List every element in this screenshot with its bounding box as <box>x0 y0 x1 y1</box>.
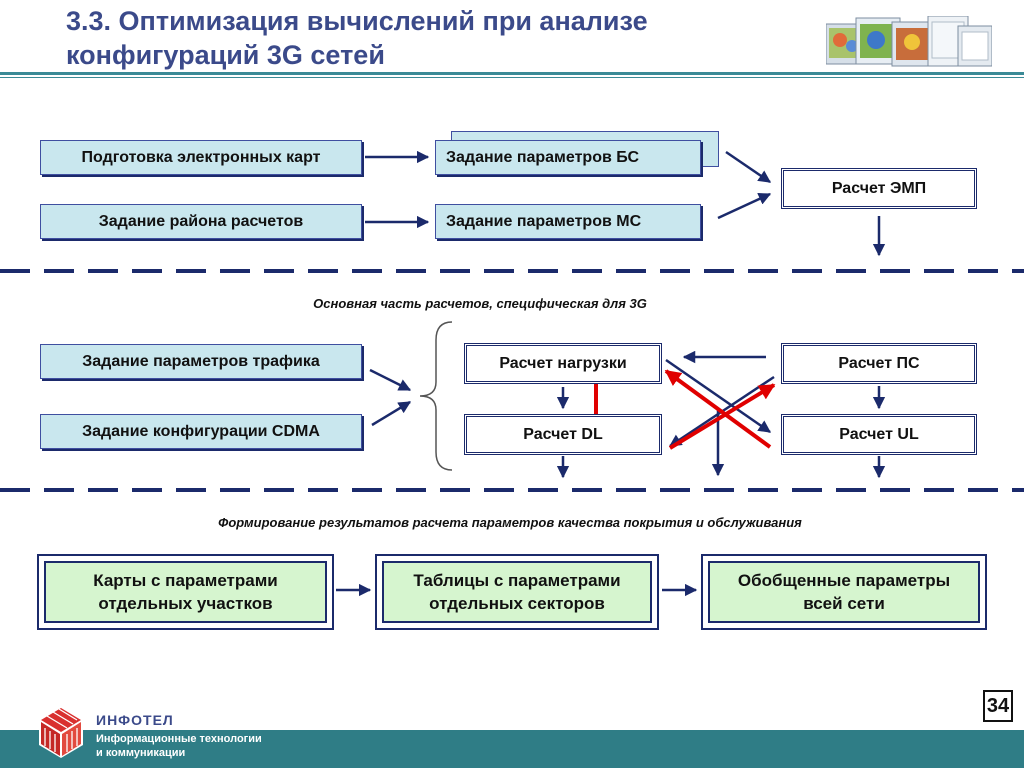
summary-result-inner: Обобщенные параметры всей сети <box>708 561 980 623</box>
load-calc-label: Расчет нагрузки <box>499 354 627 372</box>
emp-calc-box: Расчет ЭМП <box>781 168 977 209</box>
arrow-traffic-to-brace <box>369 368 412 392</box>
tagline-line-1: Информационные технологии <box>96 733 262 745</box>
red-arrow-ul-to-load <box>664 369 772 449</box>
emp-calc-label: Расчет ЭМП <box>831 179 927 197</box>
maps-result-line-2: отдельных участков <box>98 594 273 613</box>
ps-calc-label: Расчет ПС <box>838 354 920 372</box>
company-name: ИНФОТЕЛ <box>96 712 174 728</box>
calc-area-box: Задание района расчетов <box>40 204 362 239</box>
bs-params-box: Задание параметров БС <box>435 140 701 175</box>
tables-result-inner: Таблицы с параметрами отдельных секторов <box>382 561 652 623</box>
screenshots-thumbnail-image <box>826 16 992 67</box>
header-divider <box>0 72 1024 75</box>
footer-bar <box>0 730 1024 768</box>
maps-result-inner: Карты с параметрами отдельных участков <box>44 561 327 623</box>
cdma-config-label: Задание конфигурации CDMA <box>82 422 320 440</box>
page-number: 34 <box>983 690 1013 722</box>
summary-result-box: Обобщенные параметры всей сети <box>701 554 987 630</box>
arrow-bs-to-emp <box>725 150 772 184</box>
tables-result-line-1: Таблицы с параметрами <box>413 571 621 590</box>
tables-result-box: Таблицы с параметрами отдельных секторов <box>375 554 659 630</box>
page-title: 3.3. Оптимизация вычислений при анализе … <box>66 4 766 72</box>
traffic-params-box: Задание параметров трафика <box>40 344 362 379</box>
results-caption: Формирование результатов расчета парамет… <box>218 515 802 530</box>
company-tagline: Информационные технологии и коммуникации <box>96 732 262 760</box>
maps-result-line-1: Карты с параметрами <box>93 571 278 590</box>
arrow-ms-to-emp <box>717 192 772 220</box>
grouping-brace <box>419 321 453 471</box>
ms-params-box: Задание параметров МС <box>435 204 701 239</box>
bs-params-label: Задание параметров БС <box>446 148 640 166</box>
prep-maps-label: Подготовка электронных карт <box>81 148 321 166</box>
load-calc-box: Расчет нагрузки <box>464 343 662 384</box>
traffic-params-label: Задание параметров трафика <box>82 352 320 370</box>
summary-result-line-2: всей сети <box>803 594 885 613</box>
ul-calc-label: Расчет UL <box>839 425 919 443</box>
title-line-1: 3.3. Оптимизация вычислений при анализе <box>66 6 648 36</box>
header-divider-thin <box>0 77 1024 78</box>
title-line-2: конфигураций 3G сетей <box>66 40 385 70</box>
dl-calc-box: Расчет DL <box>464 414 662 455</box>
ms-params-label: Задание параметров МС <box>446 212 642 230</box>
core-calc-caption: Основная часть расчетов, специфическая д… <box>313 296 647 311</box>
prep-maps-box: Подготовка электронных карт <box>40 140 362 175</box>
dl-calc-label: Расчет DL <box>523 425 603 443</box>
summary-result-line-1: Обобщенные параметры <box>737 571 951 590</box>
tables-result-line-2: отдельных секторов <box>429 594 605 613</box>
maps-result-box: Карты с параметрами отдельных участков <box>37 554 334 630</box>
calc-area-label: Задание района расчетов <box>98 212 304 230</box>
red-arrow-dl-to-ps <box>668 383 776 450</box>
infotel-logo-icon <box>39 706 83 758</box>
arrow-cdma-to-brace <box>371 400 412 427</box>
cdma-config-box: Задание конфигурации CDMA <box>40 414 362 449</box>
tagline-line-2: и коммуникации <box>96 747 186 759</box>
ps-calc-box: Расчет ПС <box>781 343 977 384</box>
ul-calc-box: Расчет UL <box>781 414 977 455</box>
arrow-load-to-ul <box>665 358 772 434</box>
